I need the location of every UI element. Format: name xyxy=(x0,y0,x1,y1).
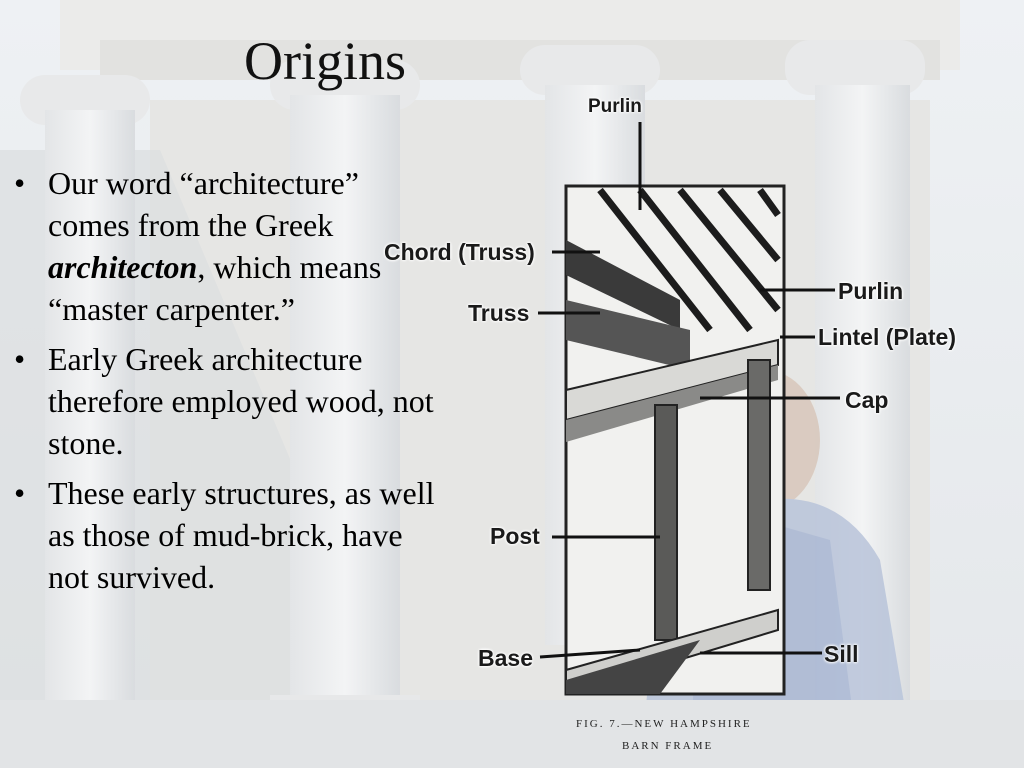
column-center xyxy=(270,60,420,740)
bullet-dot: • xyxy=(14,341,26,377)
column-left xyxy=(20,75,160,740)
bullet-item: • Early Greek architecture therefore emp… xyxy=(14,338,446,464)
bullet-dot: • xyxy=(14,475,26,511)
bullet-text: Early Greek architecture therefore emplo… xyxy=(48,341,434,461)
label-sill: Sill xyxy=(824,641,859,667)
figure-caption-line2: BARN FRAME xyxy=(622,740,714,752)
bullet-item: • These early structures, as well as tho… xyxy=(14,472,446,598)
label-purlin-right: Purlin xyxy=(838,278,904,304)
slide-title: Origins xyxy=(244,31,406,91)
label-lintel-plate: Lintel (Plate) xyxy=(818,324,957,350)
label-purlin-top: Purlin xyxy=(588,96,642,117)
label-cap: Cap xyxy=(845,387,889,413)
label-chord-truss: Chord (Truss) xyxy=(384,239,535,265)
bullet-dot: • xyxy=(14,165,26,201)
bullet-text: These early structures, as well as those… xyxy=(48,475,435,595)
bullet-list: • Our word “architecture” comes from the… xyxy=(14,162,446,606)
bullet-item: • Our word “architecture” comes from the… xyxy=(14,162,446,330)
barn-frame-diagram xyxy=(564,184,786,696)
label-post: Post xyxy=(490,523,540,549)
label-truss: Truss xyxy=(468,300,530,326)
label-base: Base xyxy=(478,645,533,671)
figure-caption-line1: FIG. 7.—NEW HAMPSHIRE xyxy=(576,718,752,730)
bullet-text-after: , which means “master carpenter.” xyxy=(48,249,382,327)
bullet-text: Our word “architecture” comes from the G… xyxy=(48,165,359,243)
bullet-emphasis: architecton xyxy=(48,249,198,285)
